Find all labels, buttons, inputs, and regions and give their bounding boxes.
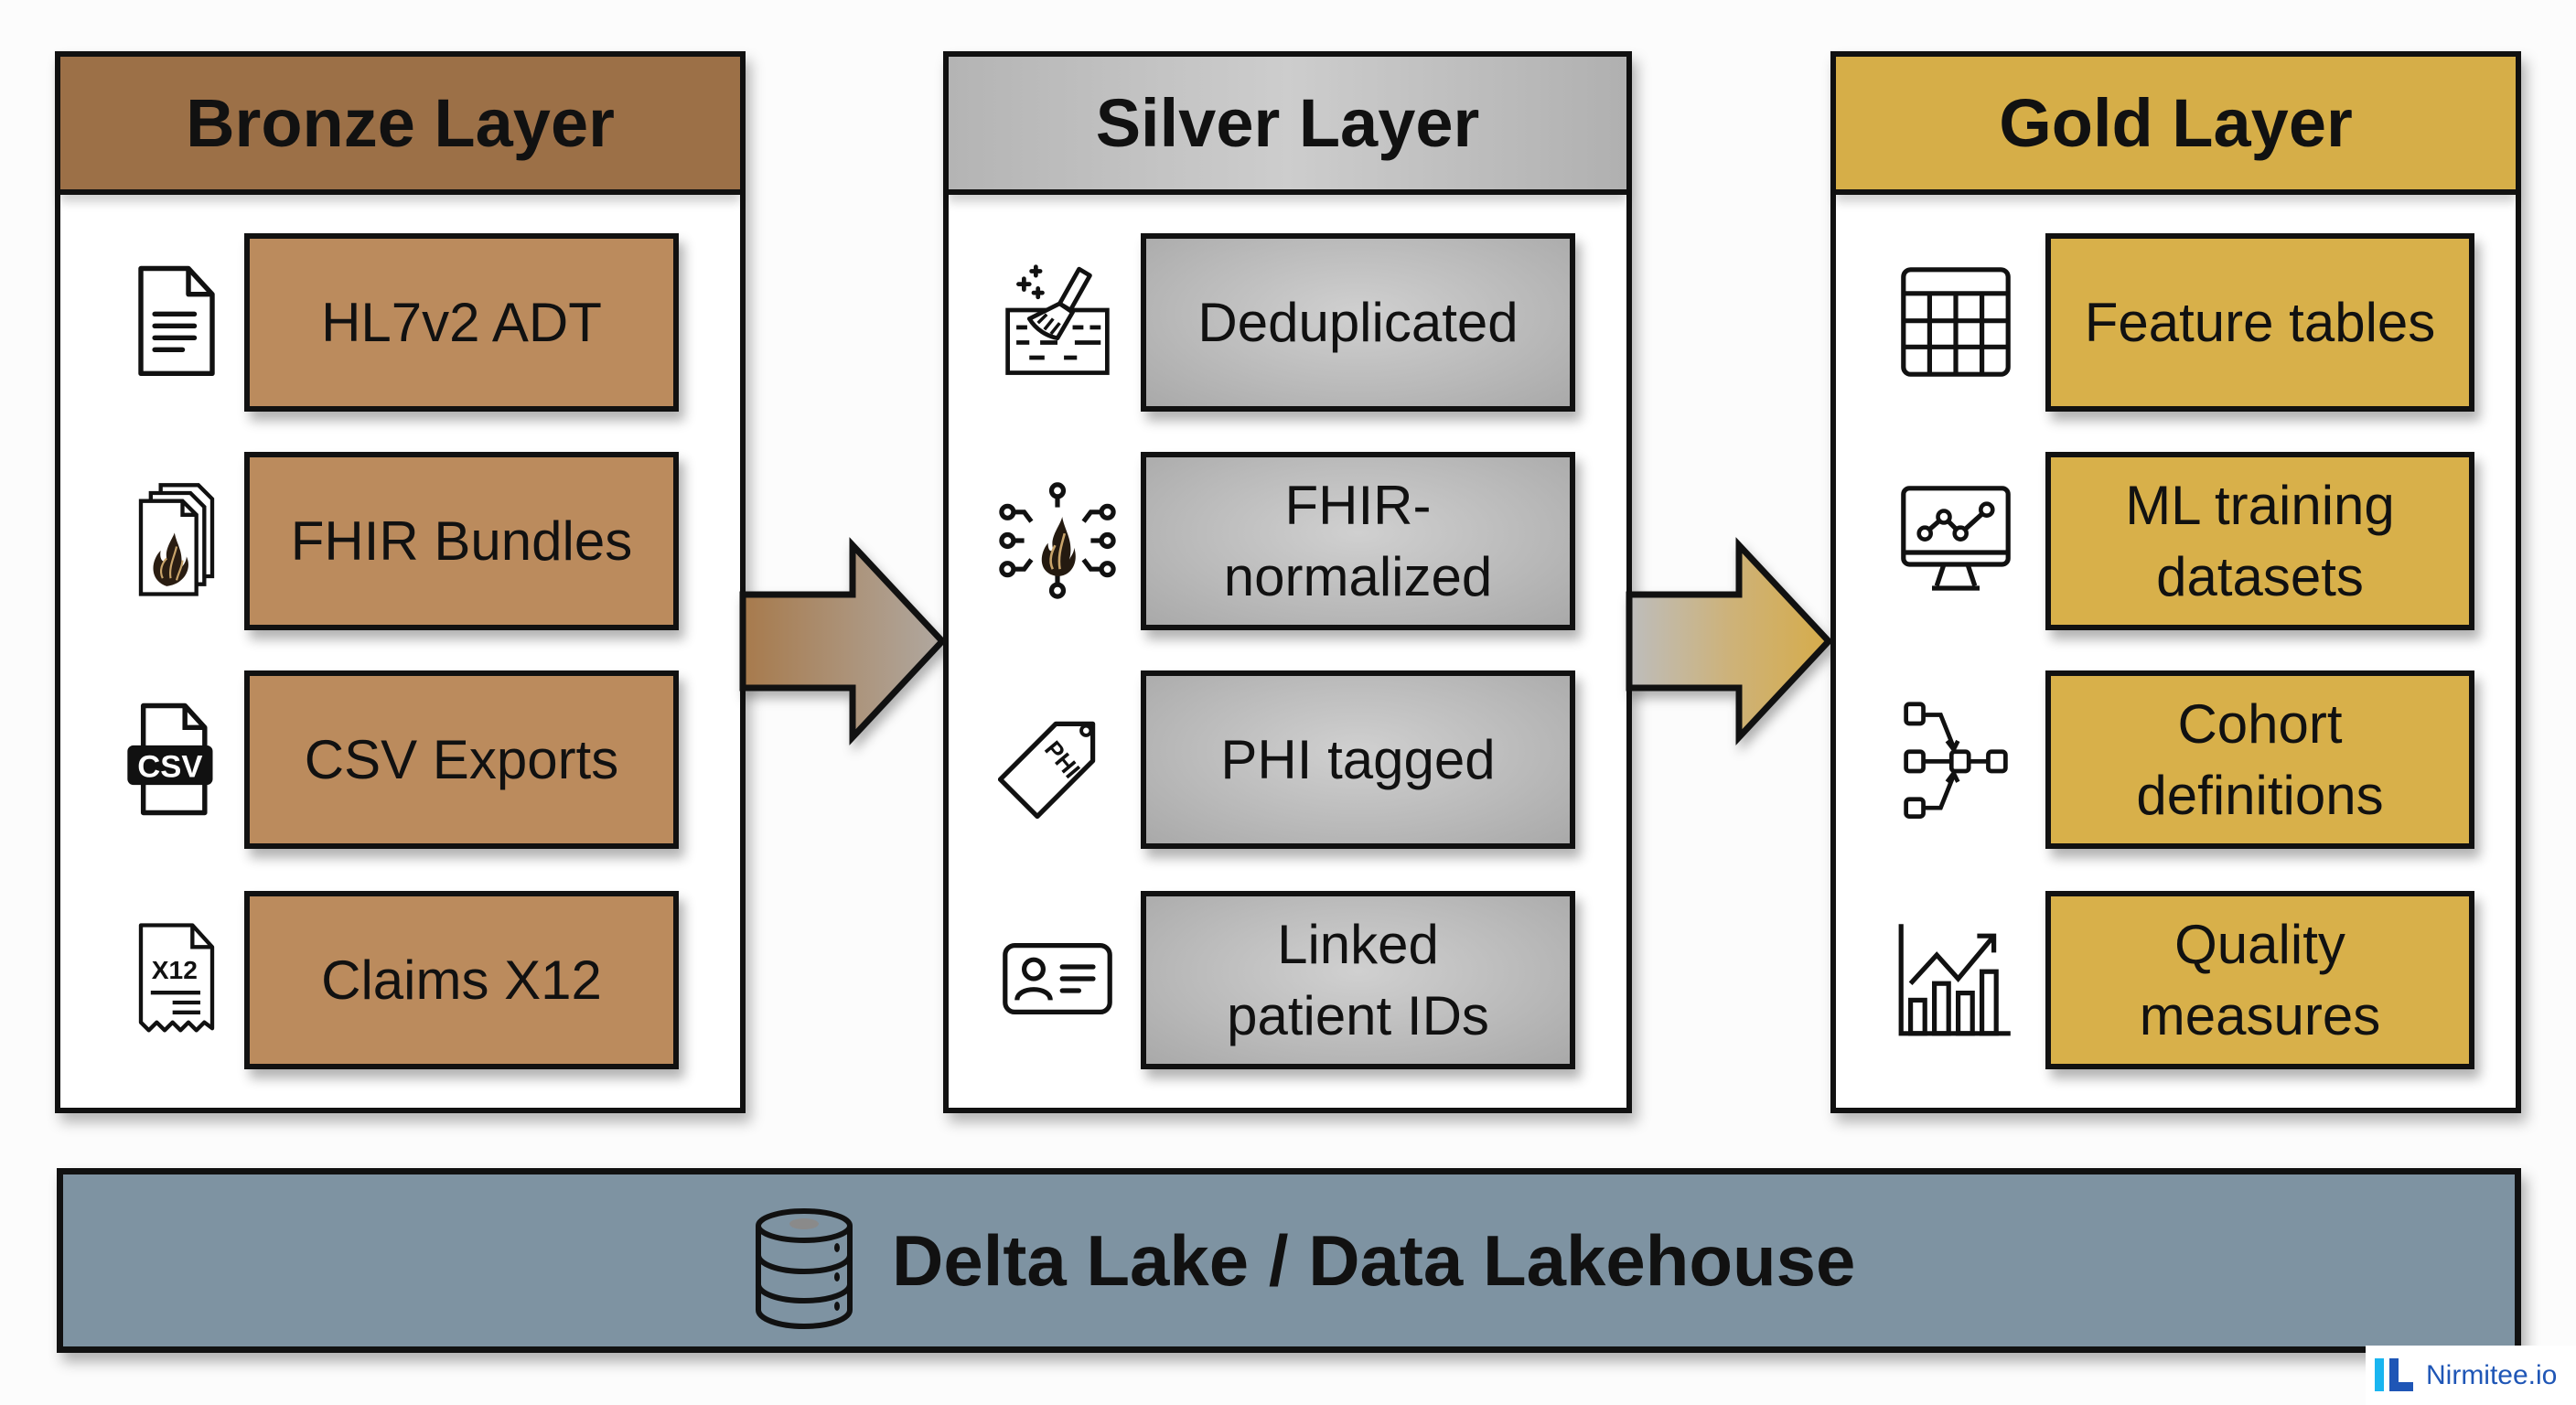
gold-item-cohort-definitions: Cohort definitions (2045, 670, 2474, 849)
brand-name: Nirmitee.io (2426, 1359, 2558, 1390)
foundation-label: Delta Lake / Data Lakehouse (892, 1219, 1856, 1301)
document-icon (117, 263, 236, 381)
fhir-network-icon (998, 481, 1117, 600)
flow-arrow-silver-to-gold (1626, 537, 1833, 745)
silver-item-fhir-normalized: FHIR- normalized (1141, 452, 1575, 630)
svg-text:X12: X12 (152, 956, 198, 984)
silver-item-deduplicated: Deduplicated (1141, 233, 1575, 412)
gold-item-feature-tables: Feature tables (2045, 233, 2474, 412)
silver-item-linked-patient-ids: Linked patient IDs (1141, 891, 1575, 1069)
bronze-item-fhir-bundles: FHIR Bundles (244, 452, 679, 630)
x12-receipt-icon: X12 (117, 919, 236, 1038)
silver-layer-panel: Silver Layer Deduplicated FHIR- normaliz… (943, 51, 1632, 1113)
svg-text:CSV: CSV (137, 750, 202, 785)
id-card-icon (998, 919, 1117, 1038)
database-icon (749, 1204, 859, 1332)
flow-arrow-bronze-to-silver (739, 537, 947, 745)
bronze-layer-title: Bronze Layer (60, 57, 740, 195)
delta-lake-foundation-bar: Delta Lake / Data Lakehouse (57, 1168, 2521, 1353)
flow-nodes-icon (1896, 700, 2015, 820)
csv-file-icon: CSV (112, 700, 231, 819)
bronze-item-claims-x12: Claims X12 (244, 891, 679, 1069)
phi-tag-icon: PHI (997, 700, 1117, 820)
broom-clean-icon (998, 263, 1117, 381)
fhir-flame-stack-icon (117, 481, 236, 600)
bronze-item-csv-exports: CSV Exports (244, 670, 679, 849)
table-grid-icon (1896, 263, 2015, 381)
silver-layer-title: Silver Layer (949, 57, 1626, 195)
gold-item-quality-measures: Quality measures (2045, 891, 2474, 1069)
gold-item-ml-training-datasets: ML training datasets (2045, 452, 2474, 630)
bar-chart-trend-icon (1896, 919, 2015, 1038)
bronze-layer-panel: Bronze Layer HL7v2 ADT FHIR Bundles CSV … (55, 51, 746, 1113)
silver-item-phi-tagged: PHI tagged (1141, 670, 1575, 849)
gold-layer-title: Gold Layer (1836, 57, 2516, 195)
brand-watermark[interactable]: Nirmitee.io (2366, 1346, 2576, 1405)
bronze-item-hl7v2-adt: HL7v2 ADT (244, 233, 679, 412)
gold-layer-panel: Gold Layer Feature tables ML training da… (1830, 51, 2521, 1113)
nirmitee-logo-icon (2375, 1357, 2417, 1393)
monitor-chart-icon (1896, 481, 2015, 600)
